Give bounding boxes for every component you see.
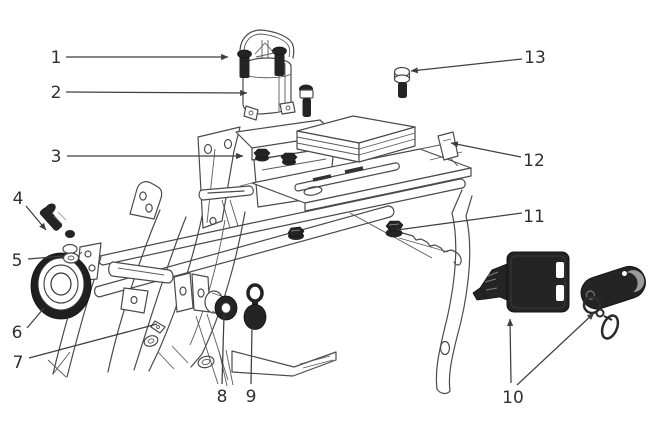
callout-8: 8: [217, 314, 228, 407]
callout-2: 2: [51, 83, 248, 103]
callout-6: 6: [12, 307, 45, 343]
ignition-socket-8: [204, 290, 238, 321]
rack-mount-tab-12: [437, 131, 459, 167]
callout-1-label: 1: [51, 48, 62, 68]
alarm-module-10: [472, 251, 570, 313]
bolt-13: [393, 66, 411, 98]
fuel-pump: [237, 29, 314, 121]
remote-fob-10: [580, 265, 646, 340]
callout-10: 10: [502, 312, 595, 408]
pump-side-bolt: [299, 84, 314, 117]
callout-12-label: 12: [523, 151, 545, 171]
callout-8-label: 8: [217, 387, 228, 407]
horn-bolt-4: [39, 203, 75, 238]
callout-11: 11: [396, 207, 545, 231]
flange-nut-11: [385, 220, 404, 238]
callout-13-label: 13: [524, 48, 546, 68]
callout-3-label: 3: [51, 147, 62, 167]
pump-bolt-1: [237, 49, 252, 78]
rubber-cap-9: [243, 283, 267, 330]
horn: [30, 252, 92, 320]
flange-nut-3: [253, 148, 298, 166]
callout-2-label: 2: [51, 83, 62, 103]
callout-9-label: 9: [246, 387, 257, 407]
washer-5: [62, 243, 80, 264]
callout-5-label: 5: [12, 251, 23, 271]
callout-7-label: 7: [13, 353, 24, 373]
callout-7: 7: [13, 323, 158, 373]
frame-clip-7: [150, 320, 166, 334]
pump-bolt-right: [272, 46, 287, 76]
cdi-unit: [296, 115, 416, 163]
callout-11-label: 11: [523, 207, 545, 227]
callout-9: 9: [246, 327, 257, 407]
callouts: 1 2 3 4 5 6 7 8: [12, 48, 595, 408]
callout-4-label: 4: [13, 189, 24, 209]
support-pillar: [197, 126, 241, 229]
callout-4: 4: [13, 189, 47, 231]
rail-nut: [287, 226, 305, 240]
callout-5: 5: [12, 251, 64, 271]
callout-3: 3: [51, 147, 244, 167]
callout-10-label: 10: [502, 388, 524, 408]
callout-6-label: 6: [12, 323, 23, 343]
callout-13: 13: [410, 48, 546, 74]
luggage-rack: [239, 131, 472, 212]
callout-1: 1: [51, 48, 229, 68]
socket-mount-bracket: [173, 272, 211, 313]
callout-12: 12: [450, 141, 545, 171]
